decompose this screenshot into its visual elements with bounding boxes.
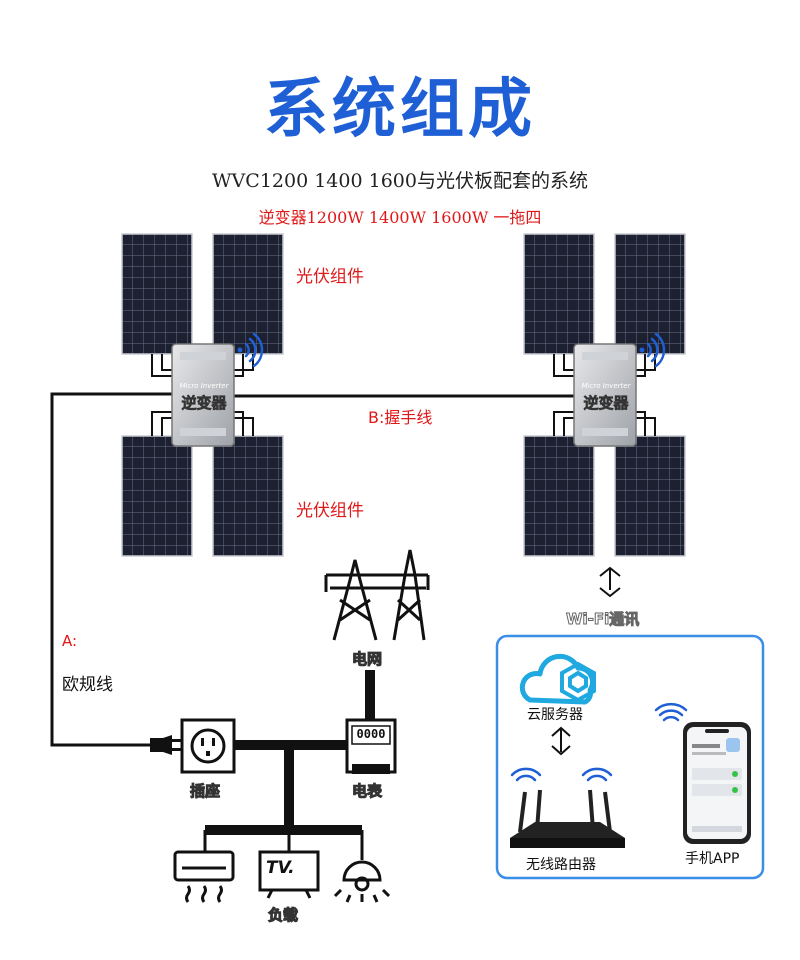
wifi-icon — [654, 702, 688, 722]
eu-cable-prefix: A: — [62, 632, 78, 650]
wifi-comm-label: Wi-Fi通讯 — [565, 610, 640, 629]
solar-panel — [212, 435, 284, 557]
handshake-cable-label: B:握手线 — [368, 408, 433, 427]
phone-app-label: 手机APP — [685, 851, 740, 867]
air-conditioner-icon — [173, 850, 235, 903]
plug-icon — [150, 735, 181, 755]
inverter-label-right: 逆变器 — [583, 394, 629, 413]
distribution-bus — [205, 740, 362, 835]
bidirectional-arrow-icon — [599, 566, 621, 598]
solar-panel — [523, 233, 595, 355]
solar-panel — [121, 435, 193, 557]
router-label: 无线路由器 — [526, 857, 596, 873]
tv-screen-text: TV. — [266, 858, 295, 878]
electric-meter — [345, 718, 397, 774]
inverter-brand-right: Micro Inverter — [581, 382, 631, 390]
wifi-icon — [237, 332, 264, 368]
bidirectional-arrow-icon — [551, 726, 571, 756]
meter-label: 电表 — [351, 782, 383, 801]
load-drops — [203, 830, 364, 852]
wifi-icon — [510, 767, 613, 782]
solar-panel — [614, 233, 686, 355]
tv-icon — [258, 850, 320, 899]
solar-panel — [121, 233, 193, 355]
cloud-server-logo-icon — [560, 661, 596, 703]
solar-panel — [523, 435, 595, 557]
pv-module-label-top: 光伏组件 — [296, 267, 364, 287]
inverter-brand-left: Micro Inverter — [179, 382, 229, 390]
grid-label: 电网 — [351, 650, 383, 669]
cloud-icon — [519, 653, 595, 705]
solar-panel — [614, 435, 686, 557]
eu-cable-label: 欧规线 — [62, 675, 113, 695]
socket-icon[interactable] — [180, 718, 236, 774]
system-subtitle: WVC1200 1400 1600与光伏板配套的系统 — [212, 170, 588, 192]
router-icon — [510, 789, 625, 848]
micro-inverter-left — [171, 343, 235, 447]
pv-module-label-bottom: 光伏组件 — [296, 501, 364, 521]
socket-label: 插座 — [189, 782, 221, 801]
cloud-server-label: 云服务器 — [527, 707, 583, 723]
page-title: 系统组成 — [264, 73, 536, 147]
lamp-icon — [333, 852, 391, 903]
eu-cable — [50, 392, 175, 747]
inverter-spec-subtitle: 逆变器1200W 1400W 1600W 一拖四 — [258, 208, 542, 227]
smartphone-icon[interactable] — [683, 722, 751, 844]
wifi-icon — [639, 332, 666, 368]
power-tower-icon — [324, 549, 430, 641]
meter-reading: 0000 — [356, 727, 386, 741]
inverter-label-left: 逆变器 — [181, 394, 227, 413]
solar-panel — [212, 233, 284, 355]
dc-cables-left — [151, 354, 254, 436]
micro-inverter-right — [573, 343, 637, 447]
load-label: 负载 — [267, 906, 299, 925]
